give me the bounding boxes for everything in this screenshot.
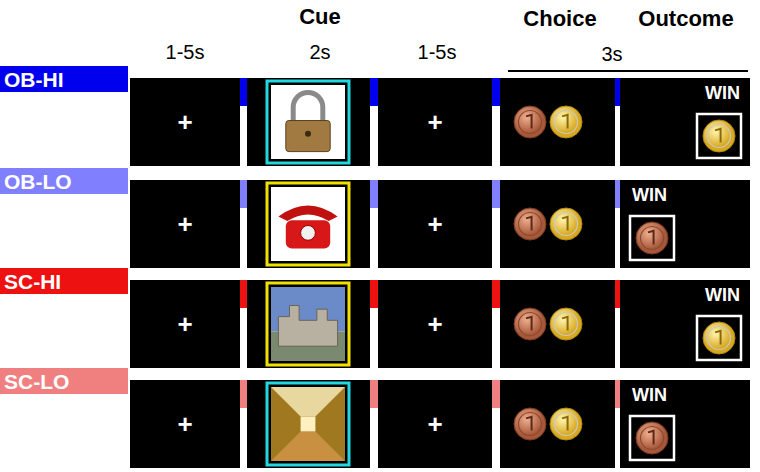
fixation-cross: + bbox=[177, 211, 192, 237]
condition-tick bbox=[615, 180, 620, 208]
duration-label: 2s bbox=[309, 42, 330, 62]
fixation-screen: + bbox=[378, 380, 492, 468]
win-text: WIN bbox=[632, 186, 667, 204]
condition-tick bbox=[492, 280, 500, 308]
condition-tick bbox=[370, 180, 378, 208]
euro-coin bbox=[550, 106, 582, 138]
fixation-screen: + bbox=[378, 280, 492, 368]
condition-tick bbox=[492, 180, 500, 208]
screen-panel bbox=[620, 78, 750, 166]
cent-coin bbox=[636, 222, 668, 254]
fixation-cross: + bbox=[427, 411, 442, 437]
euro-coin bbox=[703, 322, 735, 354]
screen-panel bbox=[130, 280, 240, 368]
condition-tick bbox=[492, 78, 500, 106]
span-bar bbox=[508, 70, 748, 72]
condition-tick bbox=[370, 380, 378, 408]
screen-panel bbox=[130, 180, 240, 268]
win-text: WIN bbox=[705, 84, 740, 102]
condition-name: SC-LO bbox=[4, 371, 69, 392]
cent-coin bbox=[514, 308, 546, 340]
trial-row bbox=[130, 180, 750, 268]
outcome-screen: WIN bbox=[620, 78, 750, 166]
condition-label: OB-LO bbox=[0, 168, 128, 194]
outcome-screen: WIN bbox=[620, 280, 750, 368]
cent-coin bbox=[636, 422, 668, 454]
cent-coin bbox=[514, 408, 546, 440]
screen-panel bbox=[247, 280, 370, 368]
phase-heading: Choice bbox=[523, 8, 596, 30]
phase-heading: Cue bbox=[299, 6, 341, 28]
condition-name: OB-LO bbox=[4, 171, 72, 192]
screen-panel bbox=[378, 78, 492, 166]
fixation-cross: + bbox=[427, 211, 442, 237]
condition-label: OB-HI bbox=[0, 66, 128, 92]
condition-tick bbox=[370, 78, 378, 106]
screen-panel bbox=[378, 180, 492, 268]
screen-panel bbox=[620, 280, 750, 368]
screen-panel bbox=[378, 280, 492, 368]
duration-label: 3s bbox=[601, 44, 622, 64]
condition-label: SC-HI bbox=[0, 268, 128, 294]
screen-panel bbox=[500, 180, 615, 268]
screen-panel bbox=[500, 280, 615, 368]
screen-panel bbox=[130, 78, 240, 166]
win-text: WIN bbox=[632, 386, 667, 404]
trial-row bbox=[130, 78, 750, 166]
fixation-screen: + bbox=[130, 280, 240, 368]
win-text: WIN bbox=[705, 286, 740, 304]
screen-panel bbox=[500, 380, 615, 468]
condition-tick bbox=[492, 380, 500, 408]
screen-panel bbox=[247, 180, 370, 268]
cent-coin bbox=[514, 106, 546, 138]
screen-panel bbox=[247, 78, 370, 166]
euro-coin bbox=[550, 408, 582, 440]
fixation-screen: + bbox=[378, 78, 492, 166]
screen-panel bbox=[378, 380, 492, 468]
condition-name: SC-HI bbox=[4, 271, 61, 292]
fixation-cross: + bbox=[177, 109, 192, 135]
cent-coin bbox=[514, 208, 546, 240]
trial-row bbox=[130, 280, 750, 368]
fixation-screen: + bbox=[378, 180, 492, 268]
condition-tick bbox=[370, 280, 378, 308]
screen-panel bbox=[247, 380, 370, 468]
duration-label: 1-5s bbox=[166, 42, 205, 62]
condition-tick bbox=[240, 280, 247, 308]
fixation-cross: + bbox=[177, 411, 192, 437]
condition-name: OB-HI bbox=[4, 69, 64, 90]
condition-tick bbox=[240, 380, 247, 408]
condition-tick bbox=[615, 78, 620, 106]
duration-label: 1-5s bbox=[418, 42, 457, 62]
fixation-cross: + bbox=[427, 311, 442, 337]
euro-coin bbox=[703, 120, 735, 152]
phase-heading: Outcome bbox=[638, 8, 733, 30]
fixation-cross: + bbox=[177, 311, 192, 337]
condition-tick bbox=[615, 280, 620, 308]
fixation-screen: + bbox=[130, 180, 240, 268]
condition-tick bbox=[240, 78, 247, 106]
outcome-screen: WIN bbox=[620, 180, 750, 268]
screen-panel bbox=[620, 380, 750, 468]
screen-panel bbox=[500, 78, 615, 166]
euro-coin bbox=[550, 208, 582, 240]
fixation-screen: + bbox=[130, 380, 240, 468]
condition-tick bbox=[615, 380, 620, 408]
outcome-screen: WIN bbox=[620, 380, 750, 468]
condition-label: SC-LO bbox=[0, 368, 128, 394]
screen-panel bbox=[130, 380, 240, 468]
fixation-cross: + bbox=[427, 109, 442, 135]
screen-panel bbox=[620, 180, 750, 268]
condition-tick bbox=[240, 180, 247, 208]
euro-coin bbox=[550, 308, 582, 340]
fixation-screen: + bbox=[130, 78, 240, 166]
trial-row bbox=[130, 380, 750, 468]
